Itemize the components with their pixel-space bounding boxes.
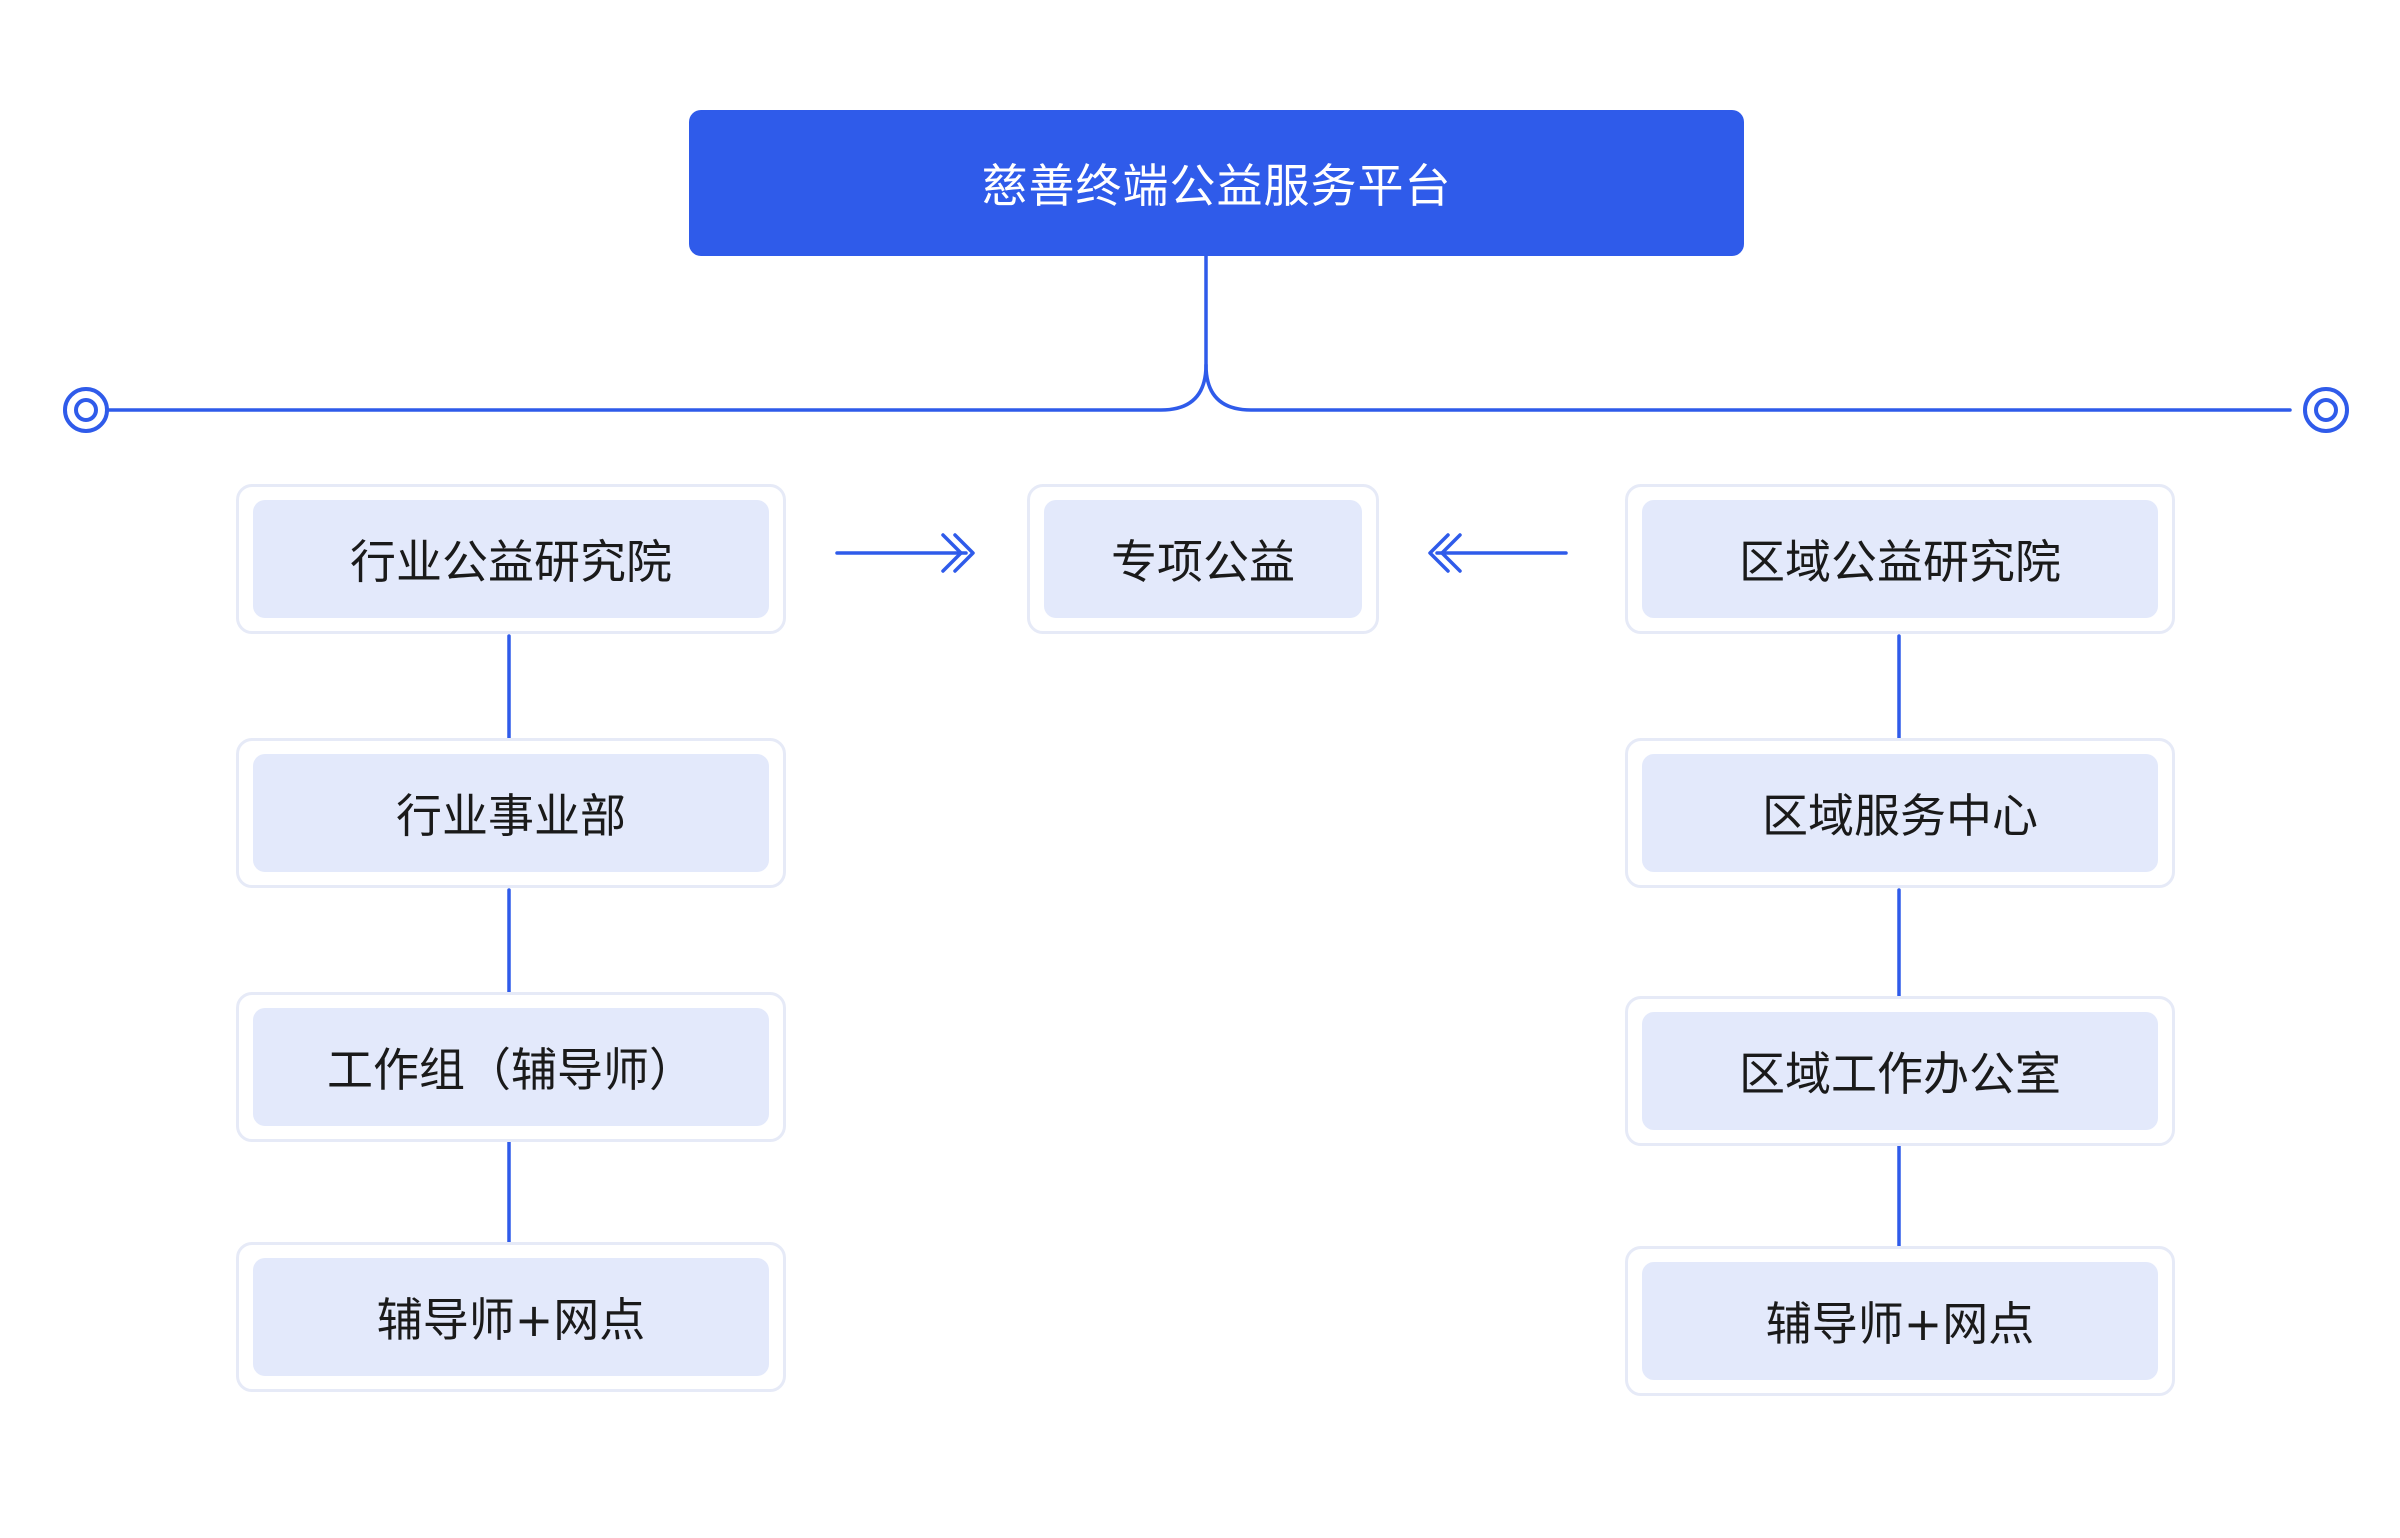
root-stem-line [106,254,1208,412]
node-label: 区域公益研究院 [1642,500,2158,618]
double-chevron-arrow-icon [835,533,975,573]
double-chevron-arrow-icon [1428,533,1568,573]
node-label: 辅导师+网点 [1642,1262,2158,1380]
left-node-research-institute: 行业公益研究院 [236,484,786,634]
right-node-research-institute: 区域公益研究院 [1625,484,2175,634]
node-label: 区域服务中心 [1642,754,2158,872]
target-ring-icon [2303,387,2349,433]
left-node-work-group: 工作组（辅导师） [236,992,786,1142]
left-node-business-division: 行业事业部 [236,738,786,888]
node-label: 辅导师+网点 [253,1258,769,1376]
root-node: 慈善终端公益服务平台 [689,110,1744,256]
root-stem-line-right [1204,363,2292,412]
node-label: 区域工作办公室 [1642,1012,2158,1130]
root-node-label: 慈善终端公益服务平台 [981,159,1452,213]
node-label: 工作组（辅导师） [253,1008,769,1126]
right-node-work-office: 区域工作办公室 [1625,996,2175,1146]
node-label: 行业公益研究院 [253,500,769,618]
node-label: 行业事业部 [253,754,769,872]
center-node-label: 专项公益 [1044,500,1362,618]
right-node-tutor-outlet: 辅导师+网点 [1625,1246,2175,1396]
target-ring-icon [63,387,109,433]
center-node: 专项公益 [1027,484,1379,634]
right-node-service-center: 区域服务中心 [1625,738,2175,888]
left-node-tutor-outlet: 辅导师+网点 [236,1242,786,1392]
